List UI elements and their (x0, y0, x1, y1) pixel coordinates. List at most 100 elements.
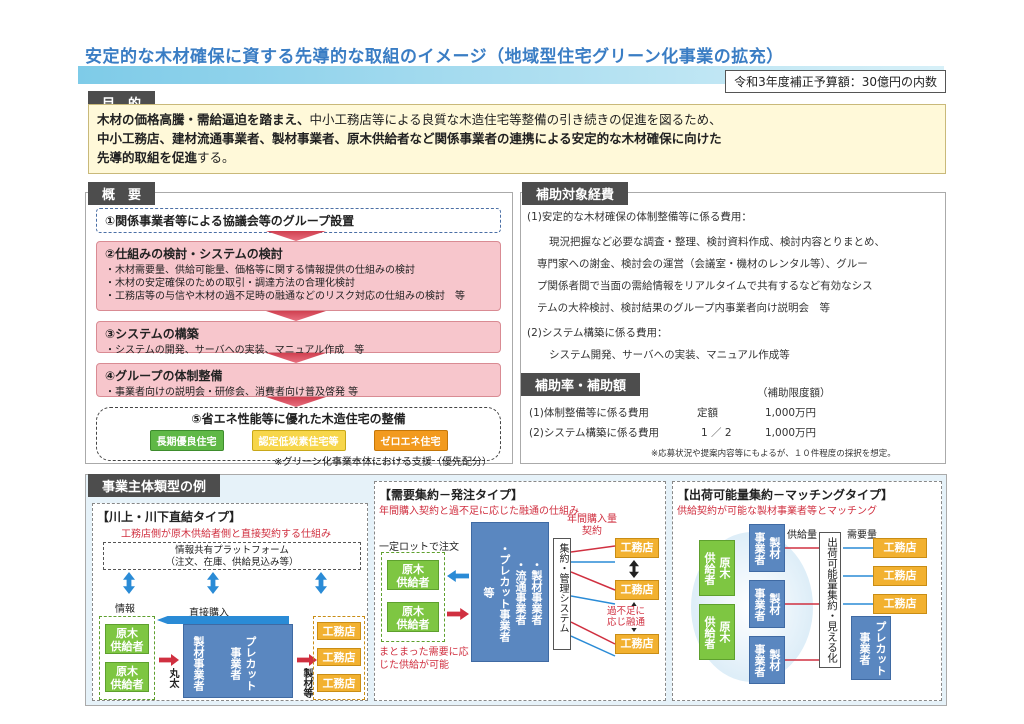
hojo-p1-line: テムの大枠検討、検討結果のグループ内事業者向け説明会 等 (537, 302, 831, 314)
rate-row-1-amount: 1,000万円 (765, 407, 817, 419)
mokuteki-line3-rest: する。 (197, 150, 235, 165)
arrow-down (266, 231, 326, 241)
supplier-box: 原木 供給者 (699, 604, 735, 660)
step-1: ①関係事業者等による協議会等のグループ設置 (96, 208, 501, 233)
budget-label: 令和3年度補正予算額：30億円の内数 (725, 70, 946, 93)
hojo-box: (1)安定的な木材確保の体制整備等に係る費用： 現況把握など必要な調査・整理、検… (520, 192, 946, 464)
tag-chouki: 長期優良住宅 (149, 430, 224, 451)
mokuteki-box: 木材の価格高騰・需給逼迫を踏まえ、中小工務店等による良質な木造住宅等整備の引き続… (88, 104, 946, 174)
demand-arrows (843, 547, 873, 605)
shortage-label: 過不足に 応じ融通 (607, 606, 646, 628)
lumber-label: 製材等 (301, 668, 312, 698)
supplier-box: 原木 供給者 (387, 560, 439, 590)
order-arrow (447, 570, 469, 582)
hojo-p2-line: システム開発、サーバへの実装、マニュアル作成等 (549, 349, 790, 361)
mokuteki-line1-bold: 木材の価格高騰・需給逼迫を踏まえ、 (97, 112, 310, 127)
hojo-p1-line: 現況把握など必要な調査・整理、検討資料作成、検討内容とりまとめ、 (549, 236, 885, 248)
type3-title: 【出荷可能量集約－マッチングタイプ】 (677, 488, 894, 502)
info-label: 情報 (115, 604, 135, 615)
precut-box: プレカット 事業者 (851, 616, 891, 680)
direct-label: 直接購入 (189, 608, 229, 619)
type1-panel: 【川上・川下直結タイプ】 工務店側が原木供給者側と直接契約する仕組み 情報共有プ… (92, 503, 368, 701)
gaiyo-box: ①関係事業者等による協議会等のグループ設置 ②仕組みの検討・システムの検討 ・木… (85, 192, 513, 468)
step-2: ②仕組みの検討・システムの検討 ・木材需要量、供給可能量、価格等に関する情報提供… (96, 241, 501, 311)
log-label: 丸太 (167, 668, 178, 688)
tag-teitanso: 認定低炭素住宅等 (251, 430, 346, 451)
platform-box: 情報共有プラットフォーム （注文、在庫、供給見込み等） (103, 542, 361, 570)
builder-box: 工務店 (317, 674, 361, 692)
step-3-title: ③システムの構築 (105, 327, 199, 341)
sawmill-box: 製材 事業者 (749, 580, 785, 628)
step-5-note: ※グリーン化事業本体における支援（優先配分） (274, 457, 492, 468)
step-4: ④グループの体制整備 ・事業者向けの説明会・研修会、消費者向け普及啓発 等 (96, 363, 501, 398)
type1-sub: 工務店側が原木供給者側と直接契約する仕組み (121, 529, 331, 540)
rate-row-1-rate: 定額 (697, 407, 718, 419)
builder-box: 工務店 (615, 538, 659, 558)
mokuteki-line1-rest: 中小工務店等による良質な木造住宅等整備の引き続きの促進を図るため、 (309, 112, 722, 127)
step-2-item: ・木材需要量、供給可能量、価格等に関する情報提供の仕組みの検討 (105, 265, 415, 276)
sawmill-box: 製材 事業者 (749, 636, 785, 684)
center-box: ・製材事業者 ・流通事業者 ・プレカット事業者 等 (471, 522, 549, 662)
supplier-group (99, 616, 155, 700)
sawmill-label: 製材事業者 (192, 635, 205, 691)
step-2-item: ・木材の安定確保のための取引・調達方法の合理化検討 (105, 278, 355, 289)
builder-group (313, 616, 365, 700)
rate-row-2-label: (2)システム構築に係る費用 (529, 427, 660, 439)
step-5-title: ⑤省エネ性能等に優れた木造住宅の整備 (191, 412, 406, 426)
rate-note: ※応募状況や提案内容等にもよるが、１０件程度の採択を想定。 (651, 449, 896, 459)
step-5: ⑤省エネ性能等に優れた木造住宅の整備 長期優良住宅 認定低炭素住宅等 ゼロエネ住… (96, 407, 501, 468)
tag-zeroene: ゼロエネ住宅 (373, 430, 448, 451)
info-arrow (123, 572, 135, 594)
step-3: ③システムの構築 ・システムの開発、サーバへの実装、マニュアル作成 等 (96, 321, 501, 356)
hojo-p2: (2)システム構築に係る費用： (527, 327, 668, 339)
arrow-down (266, 397, 326, 407)
builder-box: 工務店 (615, 580, 659, 600)
type2-sub: 年間購入契約と過不足に応じた融通の仕組み (379, 506, 579, 517)
precut-label: プレカット事業者 (229, 635, 257, 691)
builder-box: 工務店 (317, 622, 361, 640)
types-header: 事業主体類型の例 (88, 474, 221, 497)
step-4-item: ・事業者向けの説明会・研修会、消費者向け普及啓発 等 (105, 387, 359, 398)
builder-box: 工務店 (615, 634, 659, 654)
arrow-down (266, 353, 326, 363)
supplier-box: 原木 供給者 (105, 662, 149, 692)
merit-label: まとまった需要に応 じた供給が可能 (379, 647, 469, 671)
hojo-p1-line: プ関係者間で当面の需給情報をリアルタイムで共有するなど有効なシス (537, 280, 873, 292)
page-title: 安定的な木材確保に資する先導的な取組のイメージ（地域型住宅グリーン化事業の拡充） (85, 47, 784, 67)
step-2-item: ・工務店等の与信や木材の過不足時の融通などのリスク対応の仕組みの検討 等 (105, 291, 465, 302)
builder-box: 工務店 (873, 566, 927, 586)
step-4-title: ④グループの体制整備 (105, 369, 223, 383)
supply-amount-label: 供給量 (787, 530, 817, 541)
supplier-box: 原木 供給者 (105, 624, 149, 654)
hojo-p1: (1)安定的な木材確保の体制整備等に係る費用： (527, 211, 752, 223)
type3-sub: 供給契約が可能な製材事業者等とマッチング (677, 506, 877, 517)
rate-row-2-rate: 1 ／ 2 (701, 427, 732, 439)
supply-arrow (447, 608, 469, 620)
builder-box: 工務店 (873, 538, 927, 558)
exchange-arrow (629, 560, 639, 578)
demand-amount-label: 需要量 (847, 530, 877, 541)
supply-arrows (785, 547, 819, 661)
system-box: 集約・管理システム (553, 538, 571, 650)
rate-header: 補助率・補助額 (521, 373, 641, 396)
supplier-group (381, 552, 445, 642)
lot-label: 一定ロットで注文 (379, 542, 459, 553)
types-box: 【川上・川下直結タイプ】 工務店側が原木供給者側と直接契約する仕組み 情報共有プ… (85, 474, 947, 706)
rate-row-1-label: (1)体制整備等に係る費用 (529, 407, 649, 419)
step-3-item: ・システムの開発、サーバへの実装、マニュアル作成 等 (105, 345, 365, 356)
builder-box: 工務店 (317, 648, 361, 666)
limit-label: （補助限度額） (757, 387, 831, 399)
type1-title: 【川上・川下直結タイプ】 (97, 510, 242, 524)
annual-label: 年間購入量 契約 (567, 514, 617, 537)
sawmill-box: 製材 事業者 (749, 524, 785, 572)
mill-precut-box: 製材事業者 プレカット事業者 (183, 624, 293, 698)
hojo-header: 補助対象経費 (522, 182, 629, 205)
gaiyo-header: 概 要 (88, 182, 156, 205)
hojo-p1-line: 専門家への謝金、検討会の運営（会議室・機材のレンタル等）、グルー (537, 258, 868, 270)
builder-box: 工務店 (873, 594, 927, 614)
info-arrow (315, 572, 327, 594)
type2-panel: 【需要集約－発注タイプ】 年間購入契約と過不足に応じた融通の仕組み 一定ロットで… (374, 481, 666, 701)
mokuteki-line3-bold: 先導的取組を促進 (97, 150, 198, 165)
arrow-down (266, 311, 326, 321)
info-arrow (207, 572, 219, 594)
